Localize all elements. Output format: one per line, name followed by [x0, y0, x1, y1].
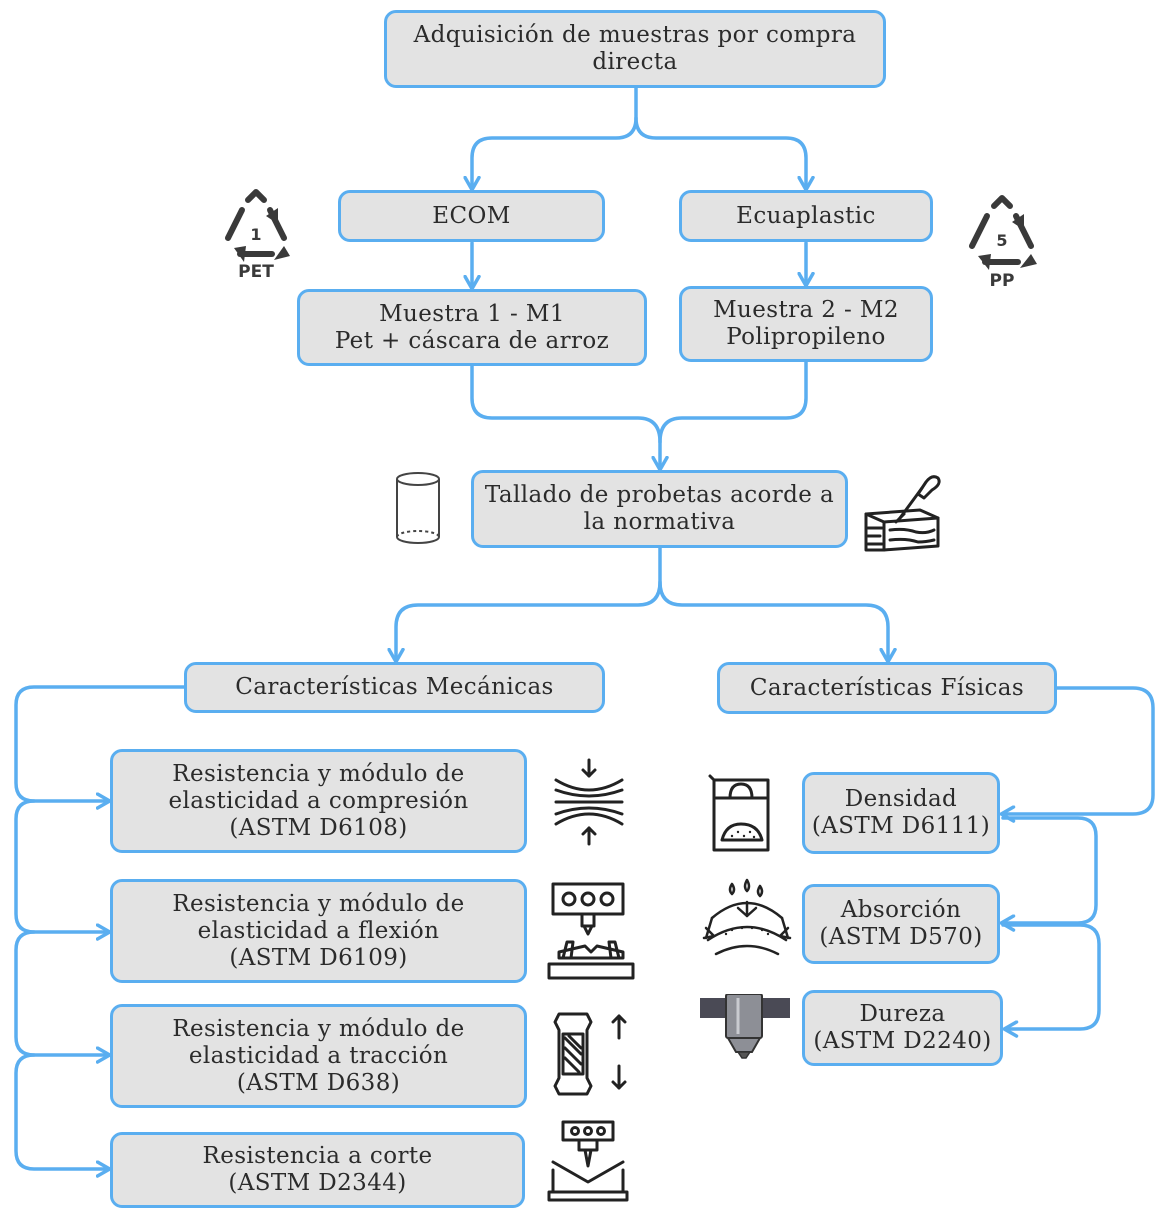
box-line: Resistencia y módulo de: [172, 1015, 465, 1042]
wood-carving-icon: [864, 475, 941, 552]
box-line: elasticidad a compresión: [168, 787, 469, 814]
physical-box: Características Físicas: [717, 662, 1057, 714]
recycle-pet-number: 1: [250, 225, 261, 244]
box-line: la normativa: [583, 509, 736, 535]
mechanical-box: Características Mecánicas: [184, 662, 605, 713]
density-beaker-icon: [708, 774, 770, 852]
hardness-box: Dureza(ASTM D2240): [802, 990, 1003, 1066]
box-line: Ecuaplastic: [736, 202, 876, 229]
shear-box: Resistencia a corte(ASTM D2344): [110, 1132, 525, 1208]
box-line: Absorción: [840, 897, 962, 923]
box-line: (ASTM D6111): [811, 813, 991, 839]
shear-machine-icon: [547, 1120, 629, 1202]
box-line: Muestra 1 - M1: [379, 300, 565, 327]
box-line: (ASTM D6109): [229, 944, 408, 971]
recycle-pet-icon: 1 PET: [225, 189, 290, 282]
box-line: (ASTM D570): [819, 924, 983, 950]
box-line: Adquisición de muestras por compra: [413, 22, 857, 48]
absorption-icon: [702, 878, 792, 956]
compression-icon: [554, 758, 624, 846]
box-line: Características Mecánicas: [235, 674, 554, 700]
density-box: Densidad(ASTM D6111): [802, 772, 1000, 854]
recycle-pp-number: 5: [996, 231, 1007, 250]
hardness-indenter-icon: [700, 994, 790, 1059]
recycle-pp-icon: 5 PP: [969, 195, 1037, 291]
box-line: Polipropileno: [726, 324, 886, 350]
absorption-box: Absorción(ASTM D570): [802, 884, 1000, 964]
box-line: Resistencia y módulo de: [172, 760, 465, 787]
box-line: (ASTM D6108): [229, 814, 408, 841]
ecom-box: ECOM: [338, 190, 605, 242]
box-line: elasticidad a flexión: [197, 917, 440, 944]
box-line: Muestra 2 - M2: [713, 297, 899, 323]
box-line: Densidad: [844, 786, 958, 812]
traction-icon: [553, 1012, 627, 1096]
box-line: (ASTM D2240): [813, 1028, 992, 1054]
box-line: Resistencia y módulo de: [172, 890, 465, 917]
flexion-machine-icon: [547, 882, 635, 980]
box-line: elasticidad a tracción: [188, 1042, 449, 1069]
box-line: Pet + cáscara de arroz: [334, 327, 610, 354]
box-line: Tallado de probetas acorde a: [484, 482, 835, 508]
box-line: Resistencia a corte: [202, 1143, 433, 1169]
recycle-pet-label: PET: [238, 262, 274, 282]
cylinder-specimen-icon: [396, 472, 440, 544]
ecuaplastic-box: Ecuaplastic: [679, 190, 933, 242]
box-line: ECOM: [432, 202, 511, 229]
box-line: (ASTM D638): [236, 1069, 401, 1096]
box-line: Dureza: [859, 1001, 946, 1027]
box-line: directa: [592, 49, 678, 75]
box-line: (ASTM D2344): [228, 1170, 407, 1196]
box-line: Características Físicas: [749, 674, 1025, 701]
recycle-pp-label: PP: [990, 271, 1015, 291]
